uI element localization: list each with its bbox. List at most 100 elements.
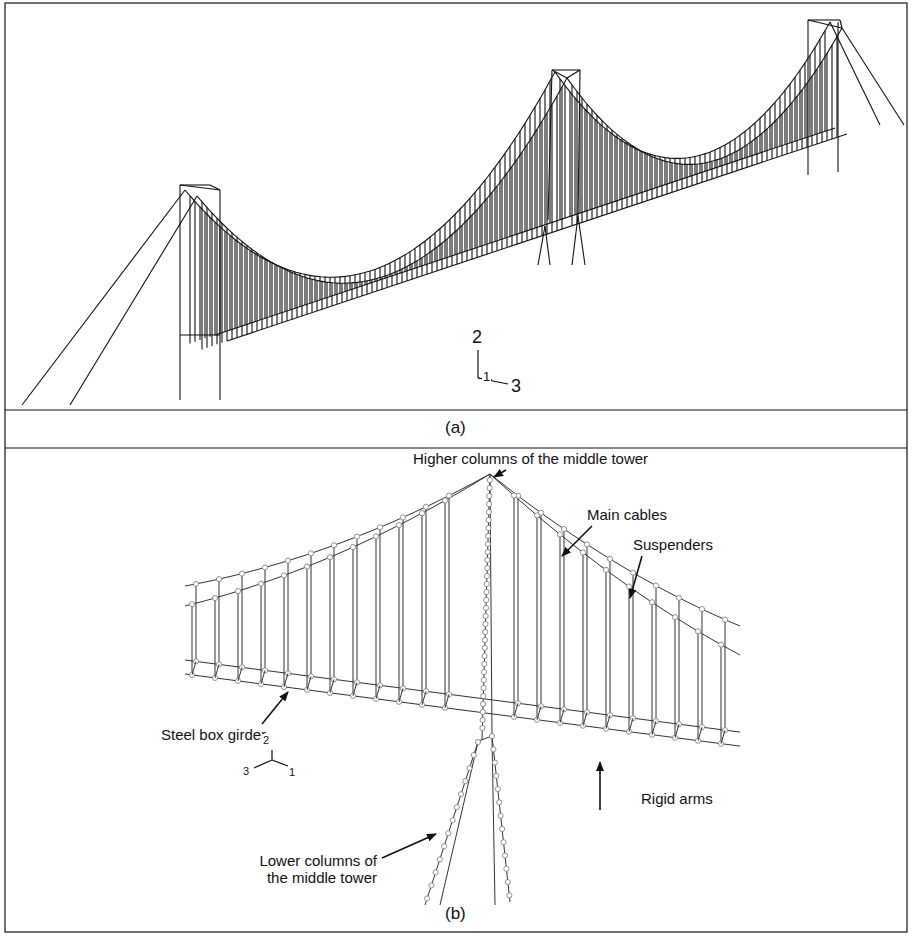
part-label: Lower columns of the middle tower xyxy=(236,852,378,887)
box-girder xyxy=(185,674,740,746)
suspender xyxy=(336,283,337,304)
suspender xyxy=(731,154,732,173)
tower-beam xyxy=(552,69,580,70)
suspender xyxy=(698,631,699,740)
suspender xyxy=(214,222,215,335)
suspender xyxy=(324,277,325,298)
suspender xyxy=(776,119,777,157)
rigid-arm xyxy=(583,712,587,725)
fe-node xyxy=(630,570,635,575)
fe-node xyxy=(396,523,401,528)
rigid-arm xyxy=(353,682,357,695)
suspender xyxy=(639,151,640,194)
suspender xyxy=(756,137,757,164)
suspender xyxy=(204,212,205,338)
rigid-arm xyxy=(721,730,725,744)
fe-node xyxy=(483,613,488,618)
tower-beam xyxy=(808,20,842,28)
suspender xyxy=(419,245,420,267)
suspender xyxy=(491,192,492,252)
suspender xyxy=(242,574,243,668)
fe-node xyxy=(485,557,490,562)
fe-node xyxy=(603,726,608,731)
fe-node xyxy=(285,558,290,563)
suspender xyxy=(536,129,537,237)
suspender xyxy=(583,553,584,726)
suspender xyxy=(281,268,282,323)
fe-node xyxy=(350,693,355,698)
suspender xyxy=(581,98,582,222)
suspender xyxy=(531,137,532,239)
fe-node xyxy=(327,555,332,560)
suspender xyxy=(734,139,735,162)
suspender xyxy=(629,587,630,732)
suspender xyxy=(194,202,195,342)
fe-node xyxy=(557,532,562,537)
fe-node xyxy=(463,779,468,784)
rigid-arm xyxy=(284,673,288,687)
suspender xyxy=(604,128,605,204)
rigid-arm xyxy=(307,676,311,690)
suspender xyxy=(606,125,607,214)
tower-beam xyxy=(180,185,220,190)
main-cable xyxy=(185,474,740,626)
suspender xyxy=(801,90,802,149)
fe-node xyxy=(475,739,480,744)
suspender xyxy=(569,92,570,216)
suspender xyxy=(619,140,620,200)
axis-label: 1 xyxy=(482,370,491,385)
suspender xyxy=(234,240,235,329)
suspender xyxy=(456,230,457,264)
suspender xyxy=(609,132,610,203)
suspender xyxy=(334,277,335,295)
axis-line xyxy=(271,750,272,760)
fe-node xyxy=(239,571,244,576)
suspender xyxy=(836,37,837,138)
suspender xyxy=(414,248,415,268)
tower-column xyxy=(548,70,552,220)
suspender xyxy=(489,174,490,243)
suspender xyxy=(341,283,342,302)
tower-column xyxy=(578,70,580,216)
fe-node xyxy=(487,485,492,490)
suspender xyxy=(539,99,540,227)
suspender xyxy=(479,186,480,246)
suspender xyxy=(421,258,422,276)
rigid-arm xyxy=(629,718,633,732)
suspender xyxy=(816,69,817,144)
tower-beam xyxy=(210,185,220,190)
suspender xyxy=(516,159,517,244)
suspender xyxy=(786,108,787,154)
suspender xyxy=(601,121,602,216)
fe-node xyxy=(486,533,491,538)
suspender xyxy=(610,559,611,715)
fe-node xyxy=(511,493,516,498)
suspender xyxy=(561,87,562,229)
suspender xyxy=(537,515,538,719)
suspender xyxy=(766,129,767,161)
suspender xyxy=(621,138,622,209)
fe-node xyxy=(507,893,512,898)
fe-node xyxy=(212,595,217,600)
fe-node xyxy=(487,501,492,506)
part-label: Rigid arms xyxy=(640,790,714,807)
fe-node xyxy=(471,752,476,757)
axis-line xyxy=(254,760,272,768)
suspender xyxy=(445,501,446,708)
suspender xyxy=(591,110,592,219)
suspender xyxy=(359,274,360,287)
suspender xyxy=(791,103,792,153)
suspender xyxy=(541,121,542,236)
suspender xyxy=(814,47,815,134)
fe-node xyxy=(450,818,455,823)
fe-node xyxy=(482,661,487,666)
suspender xyxy=(192,604,193,675)
suspender xyxy=(686,164,687,187)
suspender xyxy=(706,163,707,181)
suspender xyxy=(231,233,232,339)
suspender xyxy=(714,150,715,168)
suspender xyxy=(326,282,327,307)
suspender xyxy=(229,236,230,331)
suspender xyxy=(238,591,239,681)
fe-node xyxy=(561,526,566,531)
